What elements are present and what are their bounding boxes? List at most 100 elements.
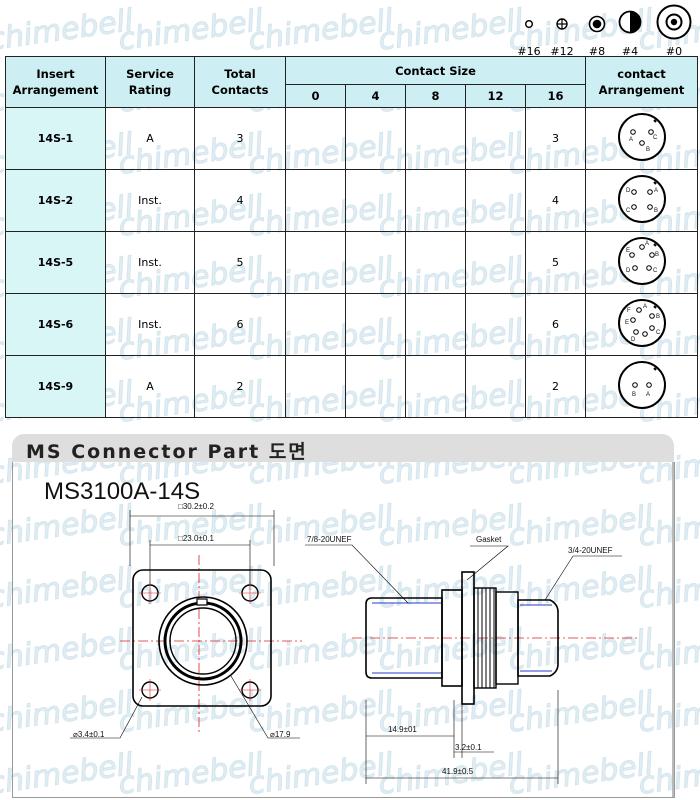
pin-label: B: [656, 314, 660, 320]
size-4-cell: [345, 107, 406, 170]
size-4-cell: [345, 355, 406, 418]
insert-cell: 14S-9: [5, 355, 106, 418]
size-4-cell: [345, 293, 406, 356]
front-view: [70, 510, 302, 739]
header-insert-arrangement: Insert Arrangement: [5, 56, 106, 108]
section-header: MS Connector Part 도면: [12, 434, 674, 463]
pin-label: C: [656, 330, 661, 336]
insert-cell: 14S-5: [5, 231, 106, 294]
pin-layout-14s-5-diagram: E A B D C: [617, 237, 666, 285]
pin-label: A: [629, 137, 633, 143]
total-cell: 2: [194, 355, 286, 418]
pin-label: E: [625, 320, 629, 326]
arrangement-cell: F A B E D C: [585, 293, 699, 356]
size-4-cell: [345, 231, 406, 294]
arrangement-cell: D A C B: [585, 169, 699, 232]
drawing-frame-shadow: [672, 462, 674, 797]
pin-label: C: [653, 135, 658, 141]
total-cell: 4: [194, 169, 286, 232]
pin-label: B: [654, 208, 658, 214]
pin-label: B: [646, 147, 650, 153]
legend-label: #12: [550, 45, 574, 58]
size-12-cell: [465, 355, 526, 418]
pin-label: A: [646, 392, 650, 398]
header-size-12: 12: [465, 84, 526, 108]
pin-layout-14s-6-diagram: F A B E D C: [617, 299, 666, 347]
pin-layout-14s-1-diagram: A C B: [617, 113, 666, 161]
section-title: MS Connector Part 도면: [26, 441, 308, 463]
legend-label: #8: [588, 45, 606, 58]
header-size-16: 16: [524, 84, 587, 108]
size-16-cell: 3: [524, 107, 587, 170]
legend-item-16: #16: [514, 4, 544, 58]
pin-label: C: [626, 208, 631, 214]
contact-size-0-icon: [656, 4, 692, 40]
pin-label: B: [655, 252, 659, 258]
legend-label: #16: [517, 45, 541, 58]
insert-arrangement-table: Insert Arrangement Service Rating Total …: [5, 56, 699, 418]
dim-bore-diameter: ⌀17.9: [270, 730, 291, 739]
legend-item-0: #0: [652, 4, 696, 58]
service-cell: Inst.: [105, 293, 195, 356]
legend-item-4: #4: [614, 4, 646, 58]
header-total-contacts: Total Contacts: [194, 56, 286, 108]
arrangement-cell: A C B: [585, 107, 699, 170]
drawing-frame: [12, 462, 675, 798]
contact-size-16-icon: [525, 20, 533, 28]
part-number: MS3100A-14S: [44, 478, 201, 505]
total-cell: 3: [194, 107, 286, 170]
legend-item-8: #8: [582, 4, 612, 58]
header-contact-size: Contact Size: [284, 56, 587, 85]
size-12-cell: [465, 231, 526, 294]
size-12-cell: [465, 107, 526, 170]
service-cell: Inst.: [105, 169, 195, 232]
service-cell: A: [105, 107, 195, 170]
header-size-0: 0: [285, 84, 346, 108]
size-8-cell: [405, 293, 466, 356]
side-view: [305, 544, 640, 784]
dim-gasket: Gasket: [476, 535, 502, 544]
pin-label: D: [626, 188, 631, 194]
table-row: 14S-6 Inst. 6 6 F A B E D C: [5, 293, 699, 356]
size-8-cell: [405, 355, 466, 418]
insert-cell: 14S-2: [5, 169, 106, 232]
size-16-cell: 5: [524, 231, 587, 294]
pin-label: D: [626, 268, 631, 274]
contact-size-8-icon: [588, 15, 606, 33]
pin-label: B: [632, 392, 636, 398]
legend-label: #4: [621, 45, 639, 58]
dim-thread-right: 3/4-20UNEF: [568, 546, 613, 555]
pin-label: F: [627, 308, 631, 314]
table-row: 14S-1 A 3 3 A C B: [5, 107, 699, 170]
dim-length-a: 14.9±01: [388, 725, 417, 734]
size-8-cell: [405, 107, 466, 170]
header-service-rating: Service Rating: [105, 56, 195, 108]
dim-length-total: 41.9±0.5: [442, 767, 474, 776]
dim-length-b: 3.2±0.1: [455, 743, 482, 752]
legend-label: #0: [665, 45, 683, 58]
pin-label: A: [645, 241, 649, 247]
size-0-cell: [285, 231, 346, 294]
insert-cell: 14S-1: [5, 107, 106, 170]
size-16-cell: 6: [524, 293, 587, 356]
size-0-cell: [285, 355, 346, 418]
pin-label: A: [654, 188, 658, 194]
dim-flange-width: □30.2±0.2: [178, 502, 214, 511]
pin-label: C: [653, 268, 658, 274]
dim-hole-diameter: ⌀3.4±0.1: [73, 730, 105, 739]
legend-item-12: #12: [546, 4, 578, 58]
insert-cell: 14S-6: [5, 293, 106, 356]
pin-label: E: [626, 248, 630, 254]
table-row: 14S-2 Inst. 4 4 D A C B: [5, 169, 699, 232]
contact-size-legend: #16 #12 #8 #4 #0: [500, 4, 700, 58]
pin-label: D: [631, 337, 636, 343]
total-cell: 6: [194, 293, 286, 356]
table-row: 14S-9 A 2 2 B A: [5, 355, 699, 418]
arrangement-cell: B A: [585, 355, 699, 418]
service-cell: A: [105, 355, 195, 418]
pin-layout-14s-9-diagram: B A: [617, 361, 666, 409]
header-size-4: 4: [345, 84, 406, 108]
pin-layout-14s-2-diagram: D A C B: [617, 175, 666, 223]
dim-thread-left: 7/8-20UNEF: [307, 535, 352, 544]
